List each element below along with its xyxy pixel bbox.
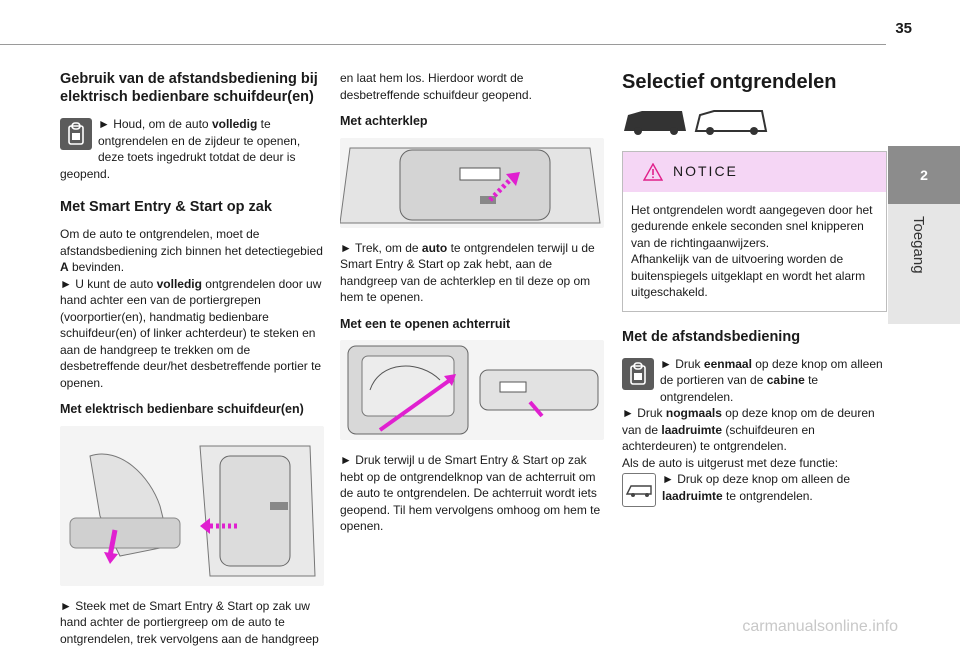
notice-para-1: Het ontgrendelen wordt aangegeven door h… <box>631 202 873 250</box>
heading-remote-sliding: Gebruik van de afstandsbediening bij ele… <box>60 71 318 105</box>
figure-van-silhouettes <box>622 107 887 137</box>
heading-selective: Selectief ontgrendelen <box>622 71 837 93</box>
para-smart-1: Om de auto te ontgrendelen, moet de afst… <box>60 227 323 390</box>
column-1: Gebruik van de afstandsbediening bij ele… <box>60 70 324 657</box>
column-3: Selectief ontgrendelen NOTICE Het ontgre… <box>622 70 887 514</box>
chapter-label: Toegang <box>910 216 927 274</box>
para-continued: en laat hem los. Hierdoor wordt de desbe… <box>340 71 532 102</box>
notice-para-2: Afhankelijk van de uitvoering worden de … <box>631 252 866 299</box>
page-number: 35 <box>895 20 912 37</box>
figure-tailgate <box>340 137 604 228</box>
chapter-number: 2 <box>920 167 928 183</box>
header-rule <box>0 44 886 45</box>
chapter-tab-label[interactable]: Toegang <box>888 204 960 324</box>
cargo-area-key-icon <box>622 473 656 507</box>
chapter-tab-number[interactable]: 2 <box>888 146 960 204</box>
notice-header: NOTICE <box>623 151 886 192</box>
para-remote-steps: ► Druk eenmaal op deze knop om alleen de… <box>622 356 887 507</box>
heading-rear-window: Met een te openen achterruit <box>340 316 511 331</box>
remote-unlock-key-icon <box>60 118 92 150</box>
column-2: en laat hem los. Hierdoor wordt de desbe… <box>340 70 604 545</box>
heading-electric-doors: Met elektrisch bedienbare schuifdeur(en) <box>60 402 304 416</box>
para-electric: ► Steek met de Smart Entry & Start op za… <box>60 598 319 646</box>
heading-smart-entry: Met Smart Entry & Start op zak <box>60 199 272 215</box>
figure-sliding-door-hand <box>60 425 324 586</box>
heading-tailgate: Met achterklep <box>340 114 428 128</box>
notice-box: NOTICE Het ontgrendelen wordt aangegeven… <box>622 150 887 312</box>
heading-with-remote: Met de afstandsbediening <box>622 328 801 345</box>
figure-rear-window <box>340 340 604 440</box>
warning-triangle-icon <box>643 162 663 181</box>
para-tailgate: ► Trek, om de auto te ontgrendelen terwi… <box>340 240 595 305</box>
notice-body: Het ontgrendelen wordt aangegeven door h… <box>623 192 886 311</box>
watermark-footer: carmanualsonline.info <box>742 618 898 635</box>
para-rear-window: ► Druk terwijl u de Smart Entry & Start … <box>340 453 601 533</box>
remote-unlock-key-icon <box>622 357 654 390</box>
notice-title: NOTICE <box>673 163 738 180</box>
para-remote: ► Houd, om de auto volledig te ontgrende… <box>60 117 301 181</box>
